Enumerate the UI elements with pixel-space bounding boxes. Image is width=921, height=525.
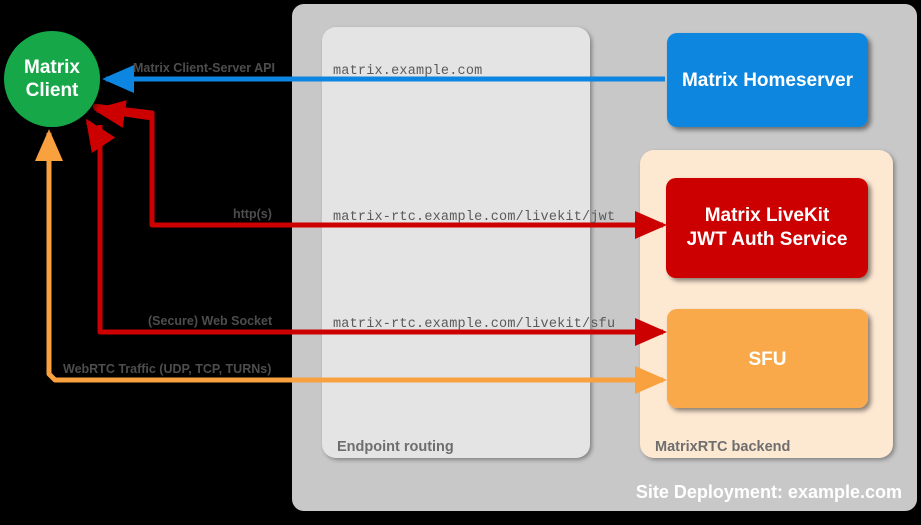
webrtc-traffic-label: WebRTC Traffic (UDP, TCP, TURNs) xyxy=(63,362,271,376)
matrix-client-node[interactable]: Matrix Client xyxy=(4,31,100,127)
matrix-homeserver-label: Matrix Homeserver xyxy=(682,70,854,91)
livekit-jwt-auth-service-box[interactable] xyxy=(666,178,868,278)
endpoint-routing-background xyxy=(322,27,590,458)
homeserver-endpoint-text: matrix.example.com xyxy=(333,64,482,79)
matrix-client-label-line1: Matrix xyxy=(24,57,80,78)
livekit-jwt-endpoint-text: matrix-rtc.example.com/livekit/jwt xyxy=(333,210,615,225)
livekit-jwt-auth-service-label-line1: Matrix LiveKit xyxy=(705,205,830,226)
sfu-box[interactable] xyxy=(667,309,868,408)
websocket-sfu-label: (Secure) Web Socket xyxy=(148,314,273,328)
webrtc-traffic-edge xyxy=(35,128,668,394)
endpoint-routing-group: Endpoint routing xyxy=(322,27,590,458)
websocket-sfu-edge xyxy=(85,118,668,346)
matrix-client-circle[interactable] xyxy=(4,31,100,127)
livekit-jwt-auth-service-label-line2: JWT Auth Service xyxy=(687,229,848,250)
websocket-sfu-arrow-head-client xyxy=(85,118,116,154)
site-deployment-label: Site Deployment: example.com xyxy=(636,482,902,502)
livekit-jwt-auth-service-node[interactable]: Matrix LiveKit JWT Auth Service xyxy=(666,178,868,278)
sfu-label: SFU xyxy=(749,349,787,370)
endpoint-routing-label: Endpoint routing xyxy=(337,439,454,455)
matrix-homeserver-box[interactable] xyxy=(667,33,868,127)
matrix-client-label-line2: Client xyxy=(26,80,79,101)
matrixrtc-backend-label: MatrixRTC backend xyxy=(655,439,790,455)
https-jwt-arrow-head-client xyxy=(93,100,153,128)
https-jwt-edge xyxy=(92,100,668,239)
sfu-node[interactable]: SFU xyxy=(667,309,868,408)
https-jwt-label: http(s) xyxy=(233,207,272,221)
matrix-client-server-api-label: Matrix Client-Server API xyxy=(133,61,275,75)
livekit-sfu-endpoint-text: matrix-rtc.example.com/livekit/sfu xyxy=(333,317,615,332)
matrix-homeserver-node[interactable]: Matrix Homeserver xyxy=(667,33,868,127)
